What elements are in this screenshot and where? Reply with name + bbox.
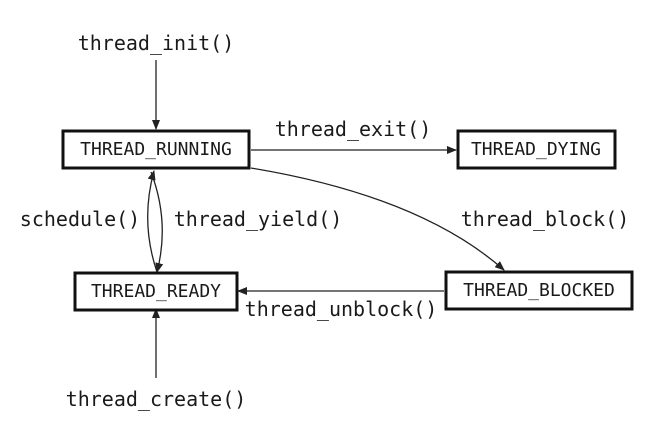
state-thread-blocked: THREAD_BLOCKED <box>444 270 634 311</box>
state-thread-dying: THREAD_DYING <box>456 129 617 170</box>
edge-running-to-blocked <box>250 167 505 271</box>
transition-label-yield: thread_yield() <box>174 207 343 231</box>
transition-label-create: thread_create() <box>66 387 247 411</box>
edge-running-to-ready-yield <box>150 171 164 273</box>
state-thread-dying-label: THREAD_DYING <box>471 139 601 160</box>
state-thread-running-label: THREAD_RUNNING <box>80 139 232 160</box>
transition-label-block: thread_block() <box>461 207 630 231</box>
state-thread-ready-label: THREAD_READY <box>91 281 221 302</box>
transition-label-unblock: thread_unblock() <box>245 297 438 321</box>
state-thread-blocked-label: THREAD_BLOCKED <box>463 280 615 301</box>
transition-label-init: thread_init() <box>78 31 235 55</box>
state-thread-ready: THREAD_READY <box>73 271 239 312</box>
state-thread-running: THREAD_RUNNING <box>61 129 251 170</box>
transition-label-schedule: schedule() <box>20 207 140 231</box>
transition-label-exit: thread_exit() <box>275 117 432 141</box>
edge-ready-to-running-schedule <box>147 170 158 273</box>
